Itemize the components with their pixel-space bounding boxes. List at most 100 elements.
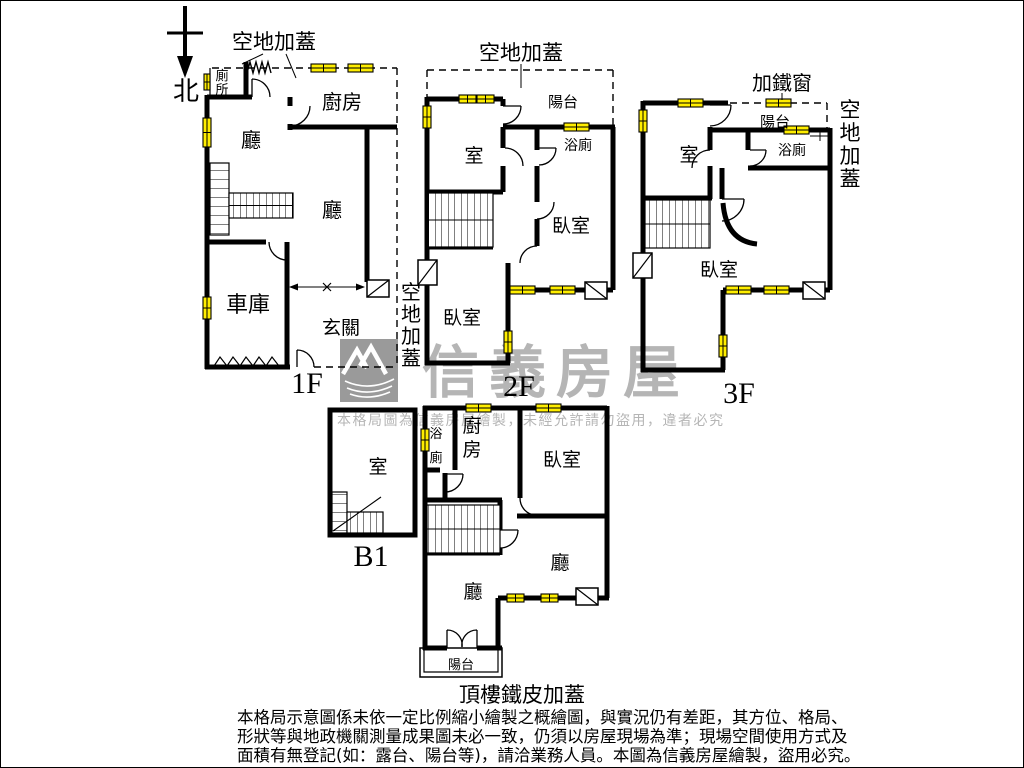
door-arc: [296, 349, 315, 368]
passage-symbol: [289, 282, 365, 292]
stairs-2f: [427, 192, 494, 248]
label-1f-cover: 空地加蓋: [232, 30, 316, 54]
label-3f-room: 室: [679, 144, 698, 166]
label-2f-bedroom-right: 臥室: [552, 215, 590, 237]
svg-text:空: 空: [840, 98, 861, 122]
floor-label-2f: 2F: [503, 370, 535, 403]
label-roof-caption: 頂樓鐵皮加蓋: [459, 683, 585, 707]
diagonal-box-icon: [802, 281, 826, 300]
disclaimer: 本格局示意圖係未依一定比例縮小繪製之概繪圖，與實況仍有差距，其方位、格局、 形狀…: [237, 708, 860, 765]
label-1f-toilet: 廁: [215, 68, 228, 84]
window-marker: [549, 285, 576, 295]
label-1f-hall-upper: 廳: [241, 128, 261, 152]
window-marker: [725, 285, 752, 295]
door-arc: [749, 149, 767, 167]
svg-text:房: 房: [462, 439, 481, 461]
window-marker: [310, 63, 337, 73]
french-door: [446, 629, 478, 648]
door-arc: [504, 147, 524, 167]
window-marker: [347, 63, 374, 73]
fence-icon: [246, 59, 272, 76]
floor-label-3f: 3F: [723, 377, 755, 410]
svg-text:加: 加: [840, 144, 861, 168]
north-label: 北: [173, 77, 199, 107]
floor-plan-b1: 室 B1: [327, 407, 418, 573]
door-arc: [519, 245, 538, 264]
label-2f-balcony: 陽台: [548, 93, 578, 111]
label-roof-balcony: 陽台: [448, 658, 474, 673]
door-arc: [691, 149, 711, 169]
svg-text:地: 地: [401, 302, 421, 326]
label-roof-bedroom: 臥室: [543, 449, 581, 471]
window-marker: [202, 296, 212, 320]
label-3f-iron-window: 加鐵窗: [752, 71, 812, 95]
covered-area-dashed-1f: [212, 67, 398, 368]
label-1f-side-cover: 空 地 加 蓋: [401, 280, 421, 370]
label-1f-garage: 車庫: [226, 293, 270, 318]
balcony-walls-roof: [419, 647, 503, 678]
door-arc: [538, 147, 557, 166]
door-arc: [289, 105, 311, 127]
stairs-3f: [644, 199, 711, 249]
svg-text:地: 地: [840, 121, 861, 145]
label-3f-balcony: 陽台: [760, 113, 790, 131]
window-marker: [535, 403, 562, 413]
door-arc: [499, 529, 519, 549]
diagonal-box-icon: [575, 587, 599, 606]
label-1f-entry: 玄關: [322, 317, 360, 339]
svg-text:空: 空: [401, 280, 421, 304]
label-roof-hall-lower: 廳: [463, 581, 482, 603]
window-marker: [503, 330, 513, 354]
door-arc: [519, 497, 537, 516]
window-marker: [458, 94, 477, 104]
window-marker: [763, 285, 790, 295]
svg-text:廁: 廁: [429, 450, 442, 466]
floor-plan-1f: 空地加蓋 廁 所 廚房 廳 廳 車庫 玄關 空 地 加 蓋 1F: [202, 30, 421, 400]
garage-door-icon: [213, 355, 280, 368]
label-roof-bath: 浴 廁: [429, 427, 442, 466]
label-3f-bedroom: 臥室: [700, 259, 738, 281]
north-compass: 北: [167, 6, 203, 107]
floor-plan-roof: 浴 廁 廚 房 臥室 廳 廳 陽台 頂樓鐵皮加蓋: [419, 403, 610, 707]
label-2f-bath: 浴廁: [564, 137, 592, 154]
door-arc: [536, 201, 555, 220]
window-marker: [420, 428, 430, 452]
label-2f-cover: 空地加蓋: [479, 41, 563, 65]
leader-line: [241, 53, 297, 79]
window-marker: [677, 98, 704, 108]
disclaimer-line-1: 本格局示意圖係未依一定比例縮小繪製之概繪圖，與實況仍有差距，其方位、格局、: [237, 708, 848, 727]
disclaimer-line-2: 形狀等與地政機關測量成果圖未必一致，仍須以房屋現場為準；現場空間使用方式及: [237, 727, 848, 746]
svg-text:蓋: 蓋: [840, 167, 861, 191]
window-marker: [506, 593, 525, 603]
label-1f-hall-lower: 廳: [322, 198, 342, 222]
diagonal-box-icon: [366, 279, 390, 298]
window-marker: [476, 94, 495, 104]
iron-window-marker: [765, 98, 792, 108]
label-2f-room: 室: [464, 145, 483, 167]
door-arc: [268, 241, 288, 261]
diagonal-box-icon: [417, 259, 438, 286]
diagonal-box-icon: [584, 281, 608, 300]
watermark: 信義房屋 本格局圖為信義房屋繪製，未經允許請勿盜用，違者必究: [337, 339, 723, 429]
window-marker: [465, 403, 492, 413]
svg-text:所: 所: [215, 83, 228, 98]
covered-area-dashed-2f: [426, 69, 614, 126]
north-arrow-icon: [167, 6, 203, 78]
label-1f-kitchen: 廚房: [322, 90, 362, 114]
window-marker: [638, 109, 648, 133]
door-arc: [721, 198, 745, 222]
label-roof-hall-upper: 廳: [550, 552, 569, 574]
walls-b1: [327, 407, 418, 538]
label-roof-kitchen: 廚 房: [462, 414, 481, 461]
sinyi-logo-icon: [340, 339, 398, 402]
label-3f-bath: 浴廁: [778, 142, 806, 159]
svg-text:廚: 廚: [462, 414, 481, 437]
label-b1-room: 室: [368, 456, 387, 478]
walls-1f: [204, 62, 397, 370]
door-arc: [502, 105, 522, 125]
door-arc: [444, 473, 464, 493]
window-marker: [509, 285, 536, 295]
window-marker: [202, 117, 212, 148]
